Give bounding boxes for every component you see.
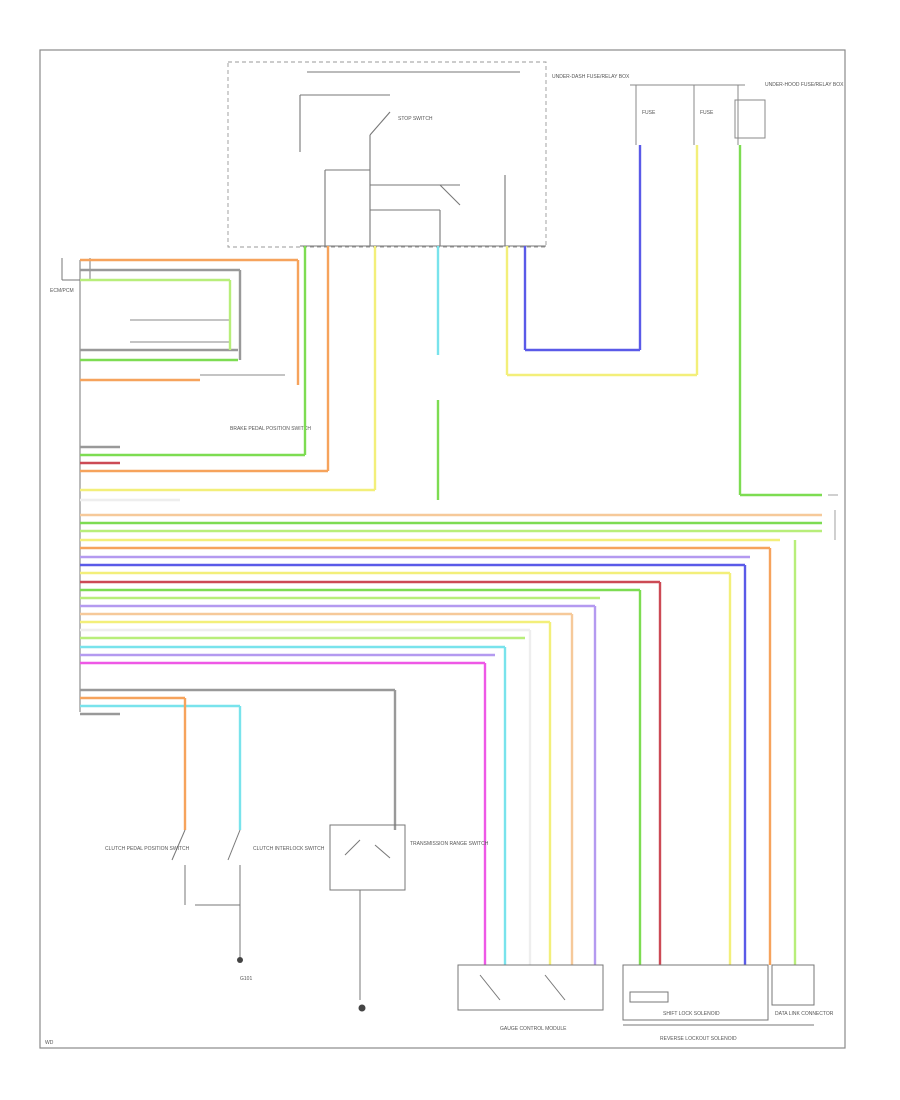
label-dlc: DATA LINK CONNECTOR	[775, 1011, 834, 1017]
label-under-hood: UNDER-HOOD FUSE/RELAY BOX	[765, 82, 844, 88]
top-right-fuses	[630, 84, 766, 145]
label-stop-switch: STOP SWITCH	[398, 116, 433, 122]
relay-switch-group	[299, 71, 546, 247]
label-brake-switch: BRAKE PEDAL POSITION SWITCH	[230, 426, 311, 432]
label-reverse-lockout: REVERSE LOCKOUT SOLENOID	[660, 1036, 737, 1042]
label-ground: G101	[240, 976, 252, 982]
page-code: WD	[45, 1040, 54, 1046]
ground-icon	[237, 957, 366, 1012]
mini-module-box	[130, 319, 285, 376]
bottom-right-units	[622, 964, 815, 1026]
label-shift-lock: SHIFT LOCK SOLENOID	[663, 1011, 720, 1017]
vertical-wires	[228, 145, 822, 500]
label-top-fuse-box: UNDER-DASH FUSE/RELAY BOX	[552, 74, 630, 80]
fuse-relay-box-outline	[227, 61, 547, 248]
label-clutch-switch-1: CLUTCH PEDAL POSITION SWITCH	[105, 846, 190, 852]
label-trans-range: TRANSMISSION RANGE SWITCH	[410, 841, 489, 847]
fuse-box-labels: STOP SWITCH UNDER-DASH FUSE/RELAY BOX FU…	[398, 74, 844, 122]
label-fuse-left: FUSE	[642, 110, 656, 116]
diagram-border	[39, 49, 846, 1049]
wire-bundle	[80, 258, 822, 716]
ecm-connector	[61, 258, 91, 712]
bottom-left-switches	[171, 824, 406, 1000]
gauge-control-module	[457, 964, 604, 1011]
label-fuse-right: FUSE	[700, 110, 714, 116]
bottom-drops	[183, 540, 797, 965]
label-clutch-switch-2: CLUTCH INTERLOCK SWITCH	[253, 846, 325, 852]
label-ecm-module: ECM/PCM	[50, 288, 74, 294]
right-edge-markers	[828, 494, 838, 540]
label-gauge-module: GAUGE CONTROL MODULE	[500, 1026, 567, 1032]
